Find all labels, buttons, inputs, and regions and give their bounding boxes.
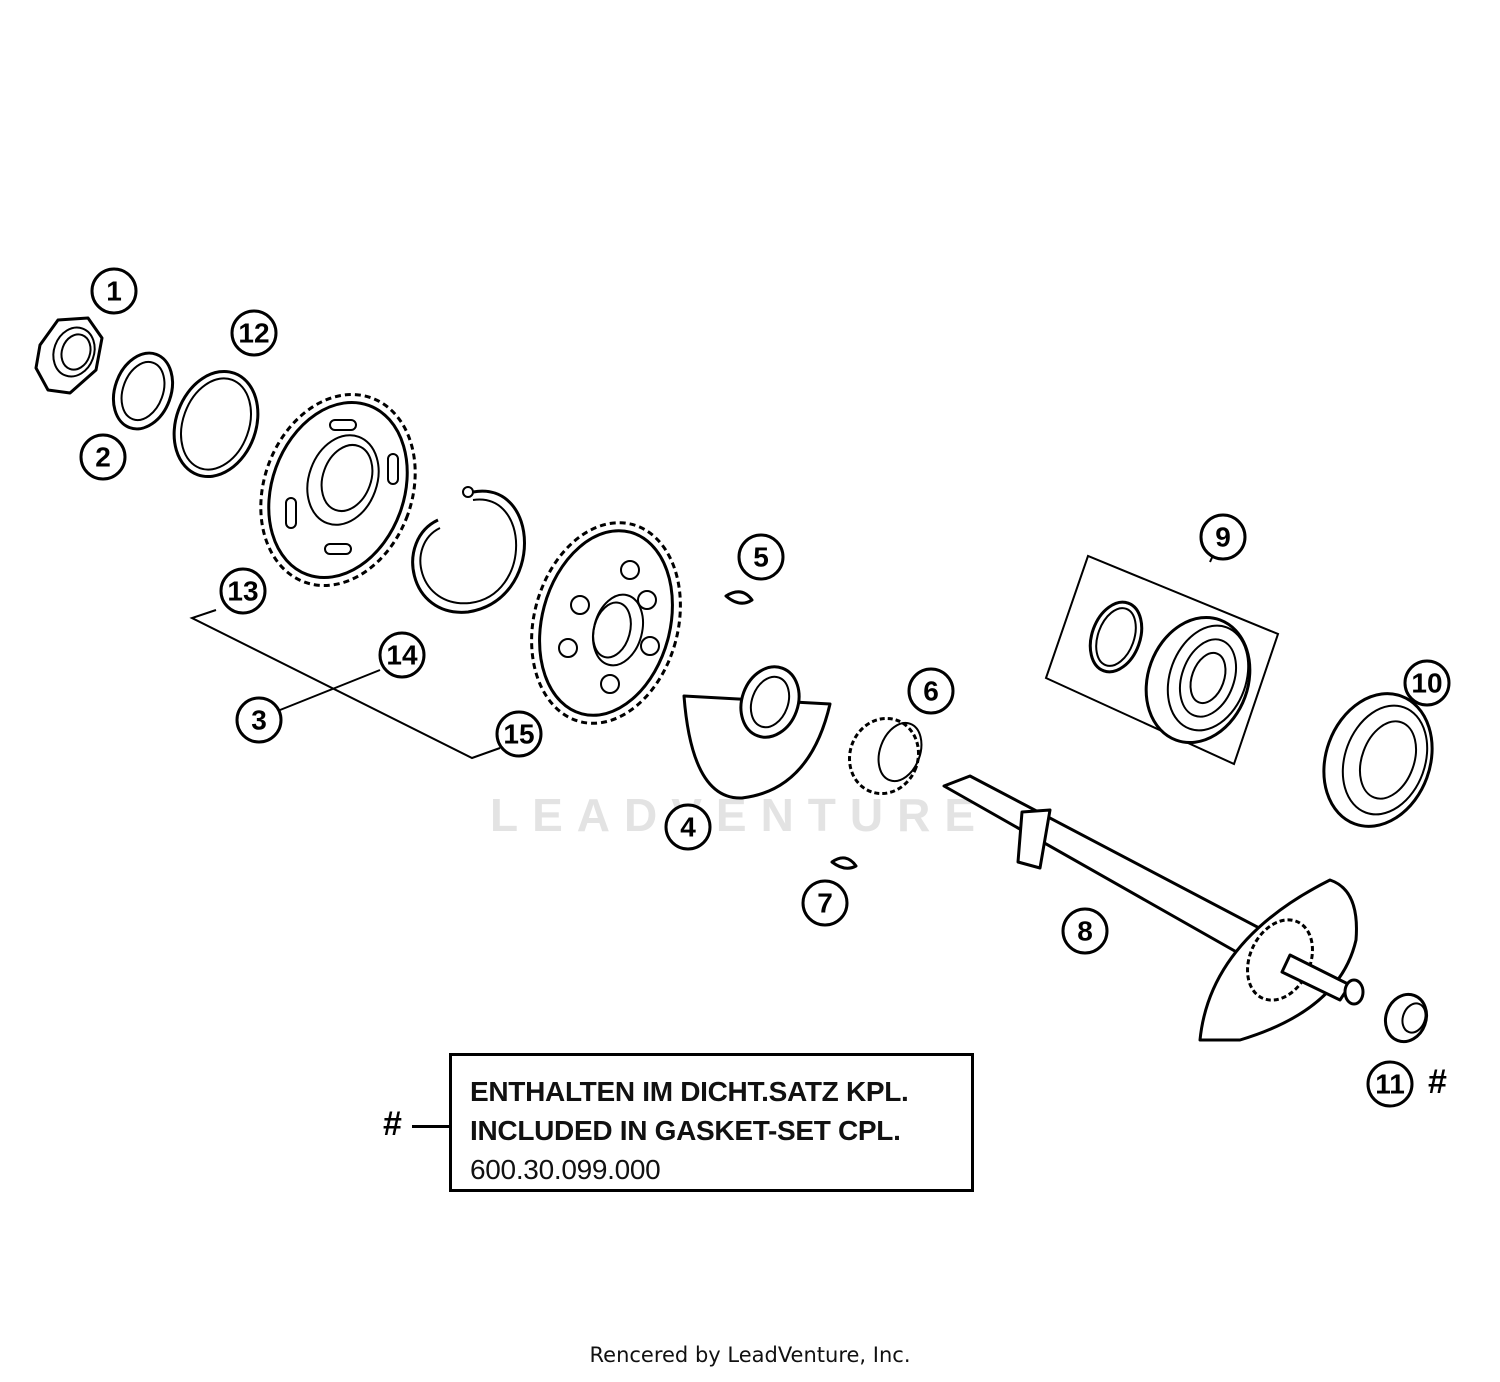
svg-text:3: 3 [251, 705, 267, 736]
svg-text:14: 14 [386, 640, 418, 671]
part-needle-bearing[interactable] [839, 709, 929, 804]
callout-13: 13 [219, 567, 267, 615]
svg-text:10: 10 [1411, 668, 1442, 699]
callout-6: 6 [907, 667, 955, 715]
callout-2: 2 [79, 433, 127, 481]
note-line-german: ENTHALTEN IM DICHT.SATZ KPL. [470, 1076, 909, 1107]
note-symbol: # [383, 1105, 402, 1143]
svg-text:15: 15 [503, 719, 534, 750]
note-leader-line [412, 1125, 449, 1128]
part-gear[interactable] [510, 506, 702, 740]
callout-1: 1 [90, 267, 138, 315]
callout-15: 15 [495, 710, 543, 758]
svg-text:4: 4 [680, 812, 696, 843]
note-line-english: INCLUDED IN GASKET-SET CPL. [470, 1115, 901, 1146]
svg-text:11: 11 [1375, 1069, 1405, 1100]
svg-text:7: 7 [817, 888, 833, 919]
part-kickstarter-gear[interactable] [235, 373, 441, 608]
part-shim[interactable] [160, 360, 272, 489]
svg-text:8: 8 [1077, 916, 1093, 947]
svg-text:2: 2 [95, 442, 111, 473]
part-guide-plate[interactable] [682, 659, 832, 800]
callout-11: 11 [1366, 1060, 1414, 1108]
callout-3: 3 [235, 696, 283, 744]
svg-text:13: 13 [227, 576, 258, 607]
svg-text:6: 6 [923, 676, 939, 707]
gasket-set-marker-11: # [1428, 1063, 1447, 1101]
callout-14: 14 [378, 631, 426, 679]
callout-10: 10 [1403, 659, 1451, 707]
footer-credit: Rencered by LeadVenture, Inc. [589, 1343, 911, 1367]
leader-13-15 [189, 609, 501, 760]
part-washer[interactable] [103, 345, 182, 437]
callout-12: 12 [230, 309, 278, 357]
callout-7: 7 [801, 879, 849, 927]
callout-8: 8 [1061, 907, 1109, 955]
callout-5: 5 [737, 533, 785, 581]
part-seal-ring[interactable] [1379, 989, 1433, 1048]
svg-text:1: 1 [106, 276, 122, 307]
callout-9: 9 [1199, 513, 1247, 561]
svg-text:5: 5 [753, 542, 769, 573]
callout-4: 4 [664, 803, 712, 851]
svg-text:9: 9 [1215, 522, 1231, 553]
part-snap-ring[interactable] [411, 486, 526, 614]
part-bearing-set[interactable] [1044, 554, 1280, 766]
part-roller-bearing[interactable] [1306, 678, 1450, 841]
part-kickstarter-shaft[interactable] [942, 774, 1365, 1042]
part-key[interactable] [724, 590, 754, 605]
svg-text:12: 12 [238, 318, 269, 349]
leader-14-3 [279, 669, 381, 711]
gasket-set-note: ENTHALTEN IM DICHT.SATZ KPL. INCLUDED IN… [449, 1053, 974, 1192]
part-hex-nut[interactable] [34, 316, 104, 395]
note-part-number: 600.30.099.000 [470, 1154, 661, 1185]
part-woodruff-key[interactable] [830, 856, 858, 870]
